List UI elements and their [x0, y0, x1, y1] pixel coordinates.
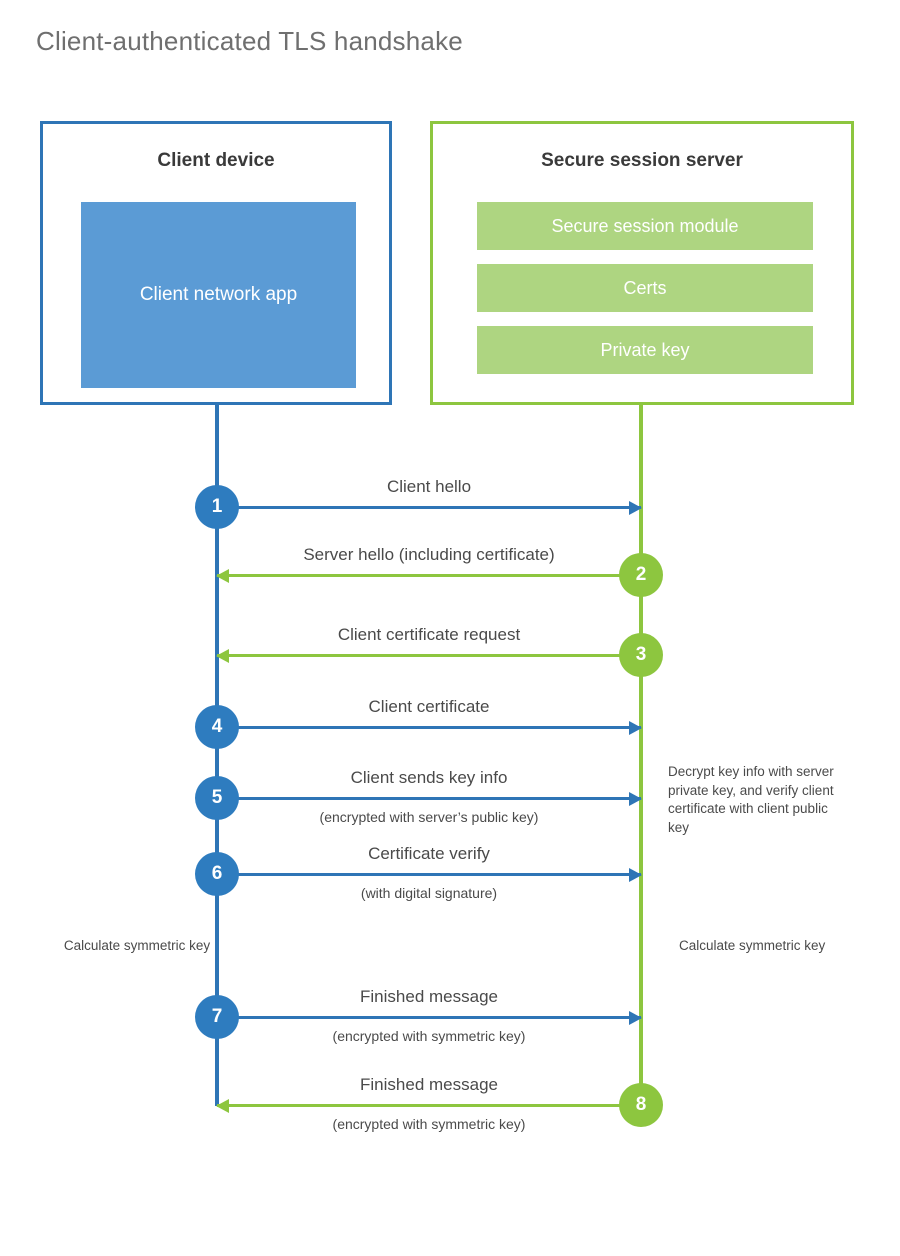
client-lifeline [215, 404, 219, 1106]
step-circle-3[interactable]: 3 [619, 633, 663, 677]
message-sublabel-5: (encrypted with server’s public key) [319, 809, 539, 825]
step-circle-7[interactable]: 7 [195, 995, 239, 1039]
message-label-1: Client hello [386, 477, 472, 496]
server-component-private-key: Private key [477, 326, 813, 374]
message-arrow-2 [216, 568, 641, 583]
step-circle-8[interactable]: 8 [619, 1083, 663, 1127]
message-sublabel-7: (encrypted with symmetric key) [332, 1028, 526, 1044]
message-label-6: Certificate verify [368, 844, 490, 863]
message-arrow-1 [217, 500, 642, 515]
server-lifeline [639, 404, 643, 1106]
message-label-7: Finished message [360, 987, 498, 1006]
message-label-4: Client certificate [368, 697, 490, 716]
server-component-certs: Certs [477, 264, 813, 312]
client-network-app-box: Client network app [81, 202, 356, 388]
client-device-title: Client device [157, 150, 275, 171]
server-component-secure-session-module: Secure session module [477, 202, 813, 250]
page-title: Client-authenticated TLS handshake [36, 26, 463, 56]
message-label-3: Client certificate request [337, 625, 521, 644]
message-label-8: Finished message [360, 1075, 498, 1094]
message-arrow-7 [217, 1010, 642, 1025]
step-circle-5[interactable]: 5 [195, 776, 239, 820]
note-server-calculate-symmetric-key: Calculate symmetric key [679, 938, 826, 953]
step-circle-4[interactable]: 4 [195, 705, 239, 749]
message-arrow-6 [217, 867, 642, 882]
message-sublabel-8: (encrypted with symmetric key) [332, 1116, 526, 1132]
secure-session-server-box: Secure session server Secure session mod… [430, 121, 854, 405]
note-server-decrypt-key-info: Decrypt key info with server private key… [668, 764, 834, 835]
message-arrow-8 [216, 1098, 641, 1113]
message-arrow-5 [217, 791, 642, 806]
secure-session-server-title: Secure session server [541, 150, 743, 171]
message-label-5: Client sends key info [350, 768, 508, 787]
step-circle-2[interactable]: 2 [619, 553, 663, 597]
message-sublabel-6: (with digital signature) [360, 885, 498, 901]
message-label-2: Server hello (including certificate) [303, 545, 555, 564]
client-device-box: Client device Client network app [40, 121, 392, 405]
message-arrow-4 [217, 720, 642, 735]
note-client-calculate-symmetric-key: Calculate symmetric key [63, 938, 211, 953]
step-circle-1[interactable]: 1 [195, 485, 239, 529]
message-arrow-3 [216, 648, 641, 663]
step-circle-6[interactable]: 6 [195, 852, 239, 896]
